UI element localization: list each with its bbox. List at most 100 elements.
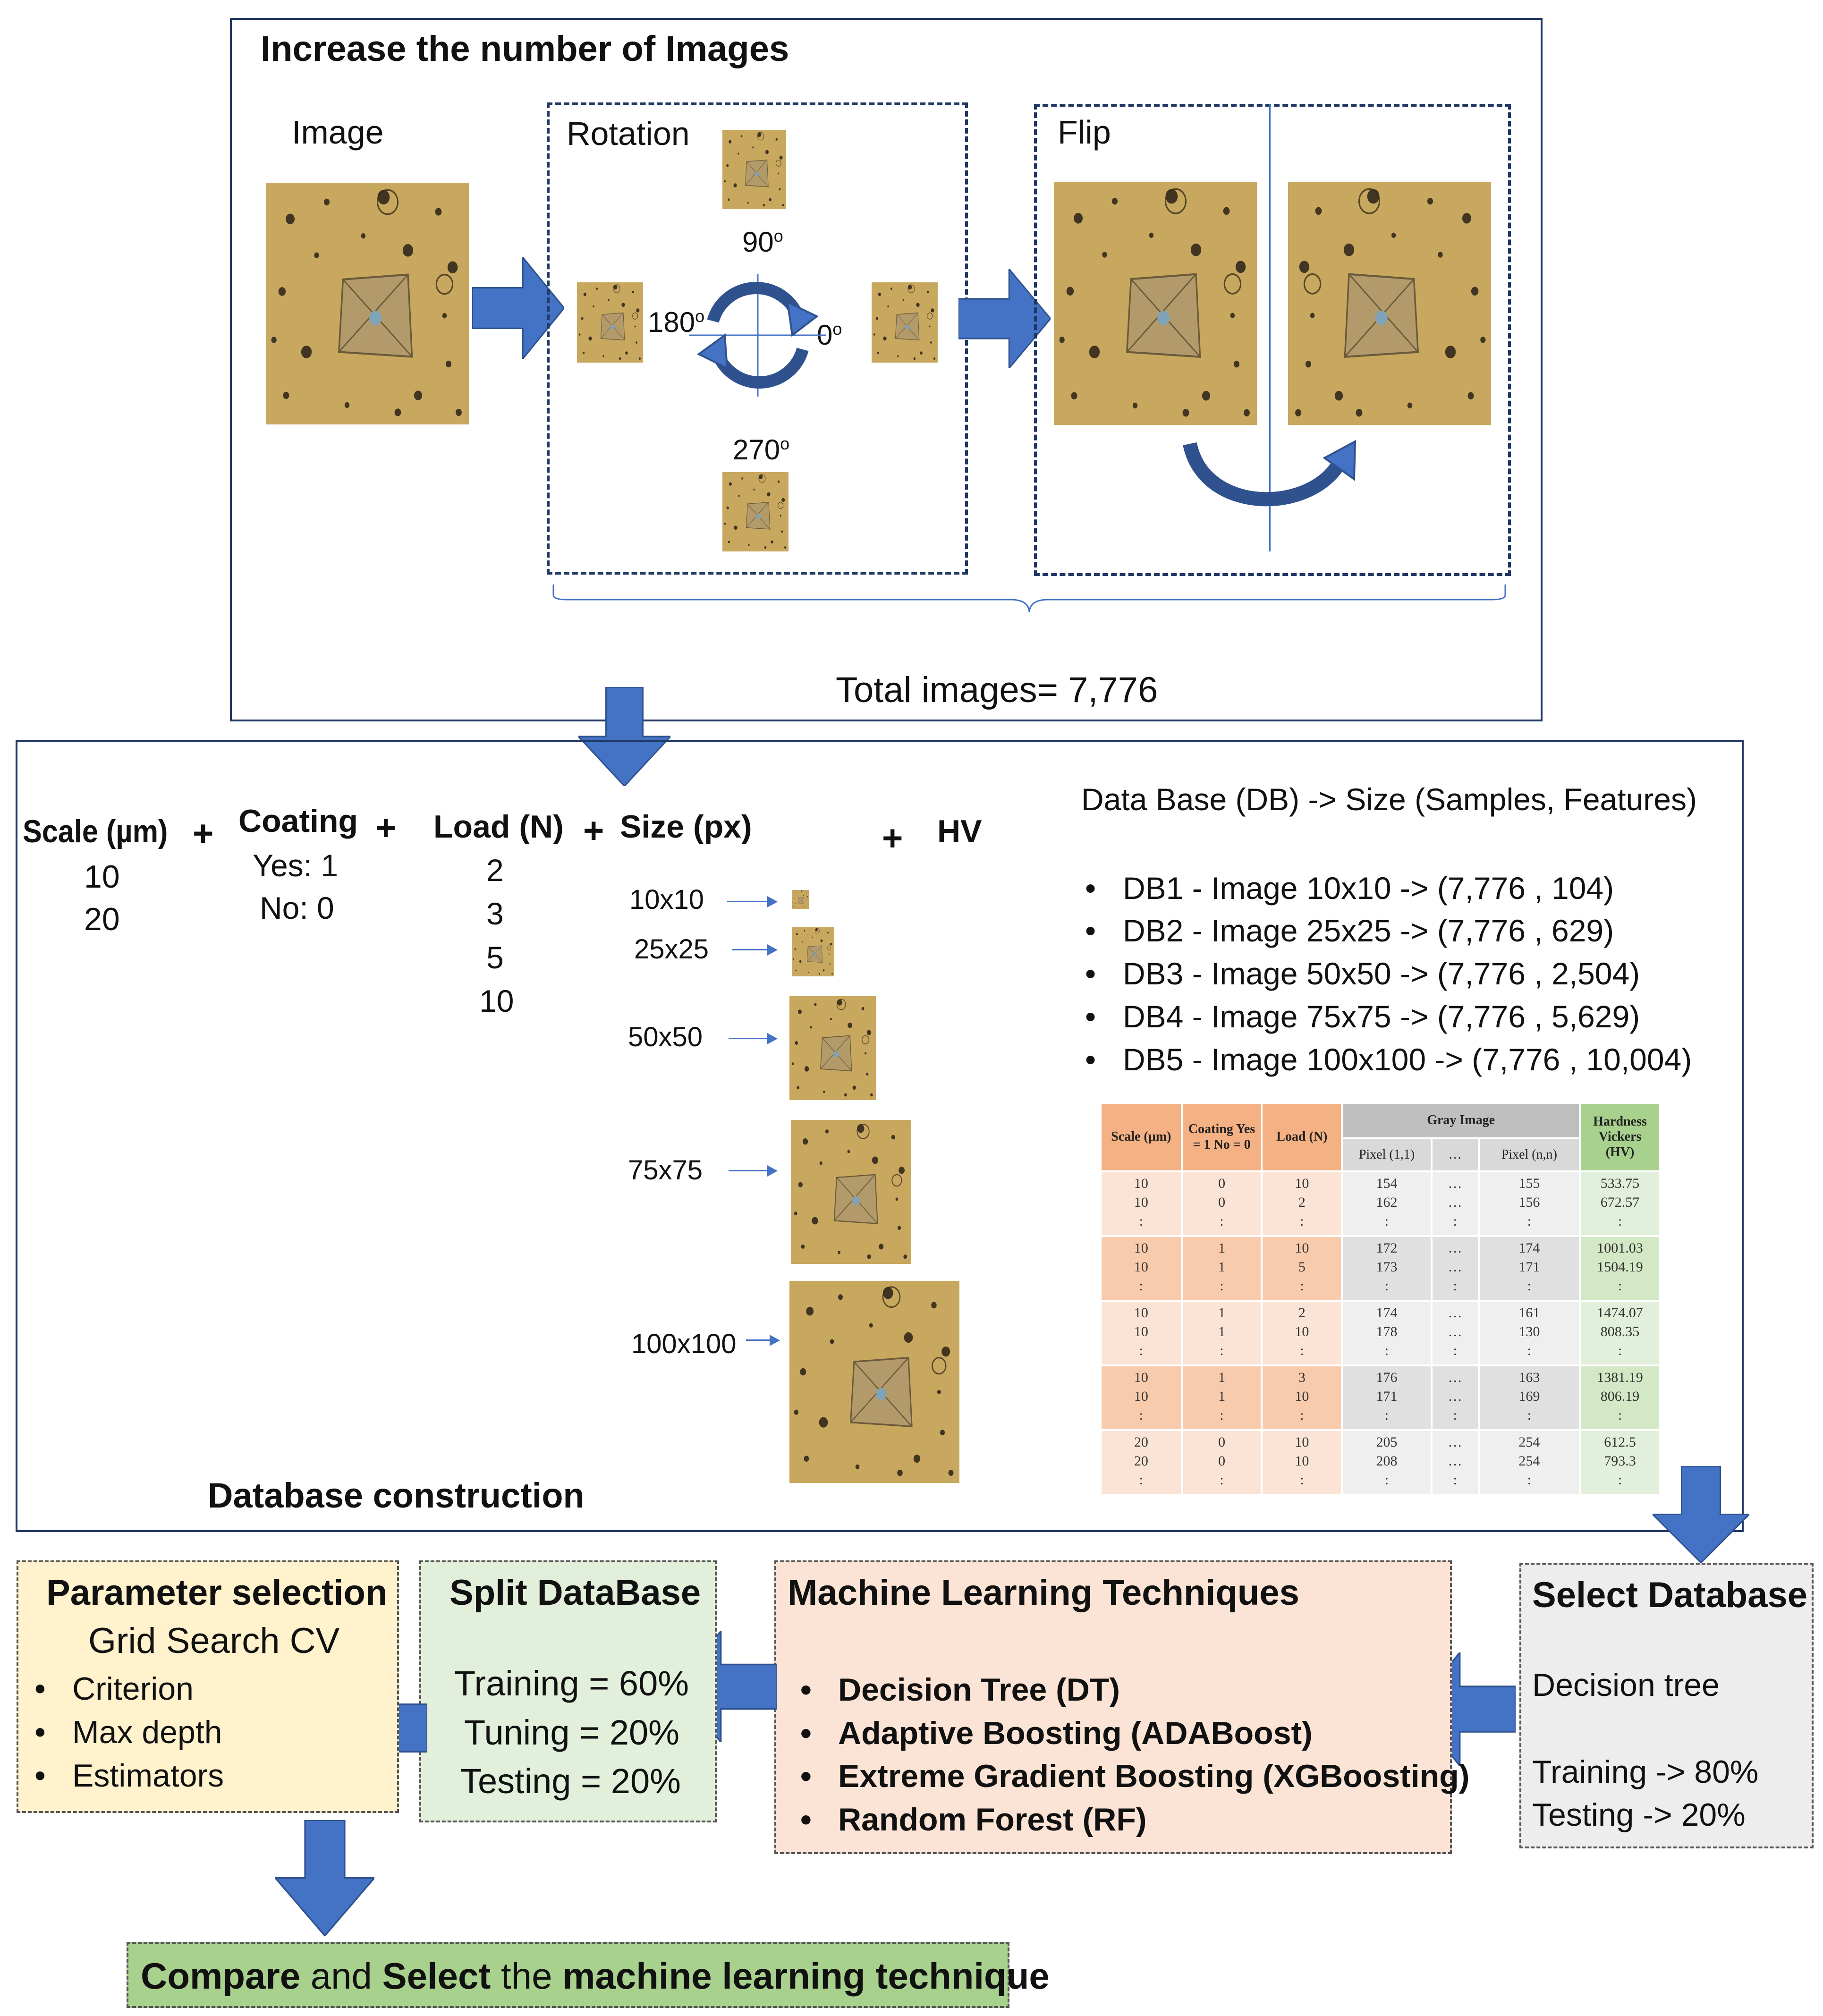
- table-cell: ……:: [1431, 1171, 1480, 1237]
- scale-value: 20: [84, 901, 120, 937]
- size-label: 75x75: [628, 1155, 703, 1186]
- parameter-item: Criterion: [34, 1670, 194, 1707]
- select-testing-label: Testing -> 20%: [1532, 1797, 1746, 1833]
- table-cell-value: 808.35: [1600, 1324, 1640, 1339]
- arrow-down-icon: [275, 1820, 374, 1936]
- table-cell-value: :: [1300, 1472, 1304, 1488]
- database-construction-title: Database construction: [208, 1476, 585, 1515]
- table-cell-value: 10: [1295, 1388, 1309, 1404]
- table-cell-value: 163: [1518, 1369, 1540, 1385]
- table-cell-value: :: [1384, 1407, 1389, 1423]
- size-arrow: [729, 1170, 770, 1171]
- table-header-gray-image: Gray Image: [1342, 1104, 1581, 1139]
- size-label: 10x10: [629, 884, 704, 915]
- table-cell-value: 171: [1376, 1388, 1398, 1404]
- db-list-item: DB4 - Image 75x75 -> (7,776 , 5,629): [1085, 999, 1640, 1034]
- table-cell-value: …: [1448, 1259, 1462, 1275]
- table-cell-value: 1: [1218, 1240, 1226, 1256]
- rotation-arrows-icon: [689, 274, 826, 397]
- table-cell-value: 1504.19: [1597, 1259, 1643, 1275]
- angle-270-label: 270o: [733, 434, 790, 466]
- image-75x75: [791, 1120, 911, 1264]
- table-cell-value: 0: [1218, 1453, 1226, 1469]
- table-cell-value: 154: [1376, 1176, 1398, 1192]
- rotation-label: Rotation: [567, 115, 690, 152]
- table-cell-value: …: [1448, 1194, 1462, 1211]
- table-cell-value: 3: [1298, 1369, 1306, 1385]
- table-cell-value: 162: [1376, 1194, 1398, 1211]
- table-cell-value: :: [1618, 1213, 1622, 1229]
- final-compare-panel: [127, 1942, 1009, 2008]
- table-cell-value: 0: [1218, 1176, 1226, 1192]
- scale-header: Scale (µm): [23, 813, 168, 849]
- table-cell-value: 1474.07: [1597, 1305, 1643, 1321]
- table-cell-value: …: [1448, 1388, 1462, 1404]
- table-cell-value: :: [1220, 1343, 1224, 1358]
- table-cell-value: 10: [1134, 1194, 1148, 1211]
- table-cell-value: 173: [1376, 1259, 1398, 1275]
- table-header-load: Load (N): [1262, 1104, 1343, 1173]
- table-cell-value: 10: [1295, 1240, 1309, 1256]
- flip-original-image: [1054, 182, 1257, 425]
- table-cell-value: :: [1139, 1278, 1144, 1294]
- table-cell-value: 10: [1295, 1176, 1309, 1192]
- table-cell-value: :: [1220, 1278, 1224, 1294]
- rotated-180-image: [577, 282, 643, 363]
- table-cell-value: 176: [1376, 1369, 1398, 1385]
- table-cell-value: :: [1618, 1472, 1622, 1488]
- angle-90-label: 90o: [742, 226, 783, 258]
- table-header-dots: …: [1431, 1138, 1480, 1173]
- table-cell-value: 533.75: [1600, 1176, 1640, 1192]
- table-cell-value: :: [1220, 1472, 1224, 1488]
- table-cell-value: :: [1300, 1407, 1304, 1423]
- table-cell-value: 1: [1218, 1388, 1226, 1404]
- table-cell-value: 155: [1518, 1176, 1540, 1192]
- arrowhead-icon: [767, 1165, 778, 1177]
- grid-search-label: Grid Search CV: [88, 1621, 340, 1661]
- table-cell-value: :: [1220, 1407, 1224, 1423]
- table-cell-value: :: [1618, 1407, 1622, 1423]
- table-cell-value: :: [1139, 1213, 1144, 1229]
- select-database-title: Select Database: [1532, 1575, 1807, 1615]
- final-compare-text: Compare and Select the machine learning …: [141, 1955, 1050, 1997]
- split-tuning-label: Tuning = 20%: [464, 1713, 679, 1752]
- ml-technique-item: Random Forest (RF): [800, 1801, 1146, 1838]
- ml-techniques-title: Machine Learning Techniques: [788, 1573, 1299, 1613]
- table-cell-value: 205: [1376, 1434, 1398, 1450]
- augmentation-panel: [230, 18, 1543, 721]
- plus-sign: +: [375, 808, 397, 848]
- rotated-270-image: [722, 472, 789, 551]
- table-cell-value: 1381.19: [1597, 1369, 1643, 1385]
- table-cell-value: 1: [1218, 1324, 1226, 1339]
- plus-sign: +: [882, 818, 903, 858]
- table-cell-value: …: [1448, 1453, 1462, 1469]
- plus-sign: +: [583, 811, 604, 851]
- table-cell: ……:: [1431, 1236, 1480, 1302]
- rotated-90-image: [722, 130, 786, 209]
- table-cell-value: :: [1527, 1278, 1532, 1294]
- table-cell-value: 5: [1298, 1259, 1306, 1275]
- table-cell-value: 254: [1518, 1434, 1540, 1450]
- table-cell-value: 1001.03: [1597, 1240, 1643, 1256]
- split-training-label: Training = 60%: [454, 1664, 689, 1703]
- table-cell-value: 178: [1376, 1324, 1398, 1339]
- table-cell-value: :: [1453, 1472, 1457, 1488]
- table-cell-value: 10: [1134, 1324, 1148, 1339]
- table-cell-value: :: [1527, 1213, 1532, 1229]
- flip-axis-line: [1269, 104, 1271, 551]
- table-header-pixel-11: Pixel (1,1): [1342, 1138, 1433, 1173]
- load-value: 2: [486, 853, 504, 888]
- table-cell: ……:: [1431, 1301, 1480, 1366]
